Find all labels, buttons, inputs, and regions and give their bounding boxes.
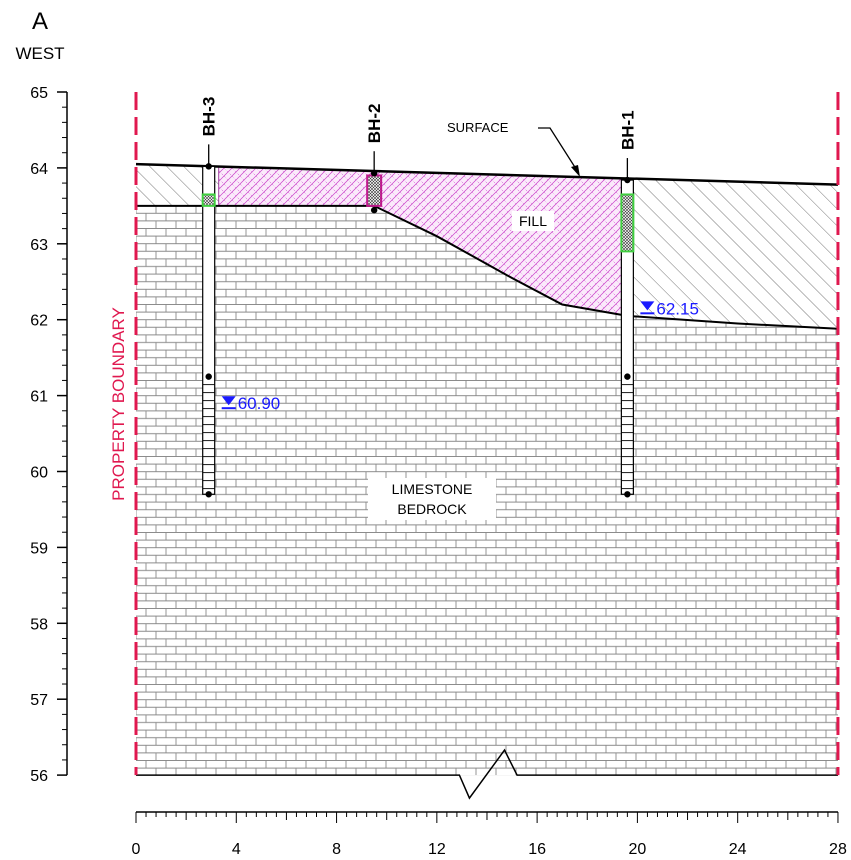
- borehole-bh-3: BH-3 60.90: [200, 97, 281, 498]
- fill-label: FILL: [519, 213, 547, 229]
- borehole-bottom-marker: [624, 491, 631, 498]
- borehole-casing: [202, 165, 216, 495]
- x-tick-label: 8: [332, 841, 341, 858]
- fill-label-background: [512, 211, 554, 231]
- property-boundaries: PROPERTY BOUNDARY: [109, 92, 840, 776]
- x-tick-label: 0: [132, 841, 141, 858]
- break-line: [136, 748, 838, 800]
- y-tick-label: 59: [30, 540, 48, 557]
- bedrock-label-line2: BEDROCK: [397, 501, 467, 517]
- borehole-bh-2: BH-2: [365, 104, 384, 214]
- bedrock-label-line1: LIMESTONE: [392, 481, 473, 497]
- borehole-label: BH-2: [365, 104, 384, 144]
- y-tick-label: 65: [30, 85, 48, 102]
- y-tick-label: 62: [30, 313, 48, 330]
- y-tick-label: 56: [30, 768, 48, 785]
- surface-label: SURFACE: [447, 120, 509, 135]
- y-tick-label: 64: [30, 161, 48, 178]
- fill-base-line: [136, 204, 839, 330]
- borehole-bottom-marker: [205, 491, 212, 498]
- section-letter: A: [31, 8, 48, 35]
- property-boundary-label: PROPERTY BOUNDARY: [109, 307, 128, 501]
- boreholes: BH-3 60.90 BH-2 BH-1 62.15: [200, 97, 699, 498]
- annotations: SURFACE FILL LIMESTONE BEDROCK: [368, 120, 580, 520]
- borehole-label: BH-3: [200, 97, 219, 137]
- x-tick-label: 28: [829, 841, 847, 858]
- surface-leader-arrow: [538, 127, 579, 173]
- x-tick-label: 4: [232, 841, 241, 858]
- y-tick-label: 63: [30, 237, 48, 254]
- x-tick-label: 16: [528, 841, 546, 858]
- well-screen: [620, 193, 635, 253]
- water-level-icon: [640, 301, 655, 311]
- borehole-label: BH-1: [618, 110, 637, 150]
- y-tick-label: 60: [30, 465, 48, 482]
- axes: 65 64 63 62 61 60 59 58 57 56 0 4 8 12 16 20 24 28: [30, 85, 847, 858]
- bedrock-label-background: [368, 478, 496, 520]
- borehole-bh-1: BH-1 62.15: [618, 110, 699, 498]
- water-level-value: 60.90: [238, 394, 281, 413]
- x-tick-label: 12: [428, 841, 446, 858]
- section-direction: WEST: [15, 44, 65, 63]
- water-level-icon: [221, 396, 236, 406]
- borehole-bottom-marker: [370, 206, 378, 214]
- x-tick-label: 24: [729, 841, 747, 858]
- y-tick-label: 61: [30, 389, 48, 406]
- y-tick-label: 57: [30, 692, 48, 709]
- ground-surface-line: [135, 162, 838, 186]
- x-tick-label: 20: [629, 841, 647, 858]
- surface-arrowhead: [571, 165, 580, 177]
- core-top-marker: [205, 373, 212, 380]
- well-screen: [366, 174, 383, 207]
- well-screen: [201, 193, 216, 207]
- water-level-value: 62.15: [656, 299, 699, 318]
- core-top-marker: [624, 373, 631, 380]
- y-tick-label: 58: [30, 616, 48, 633]
